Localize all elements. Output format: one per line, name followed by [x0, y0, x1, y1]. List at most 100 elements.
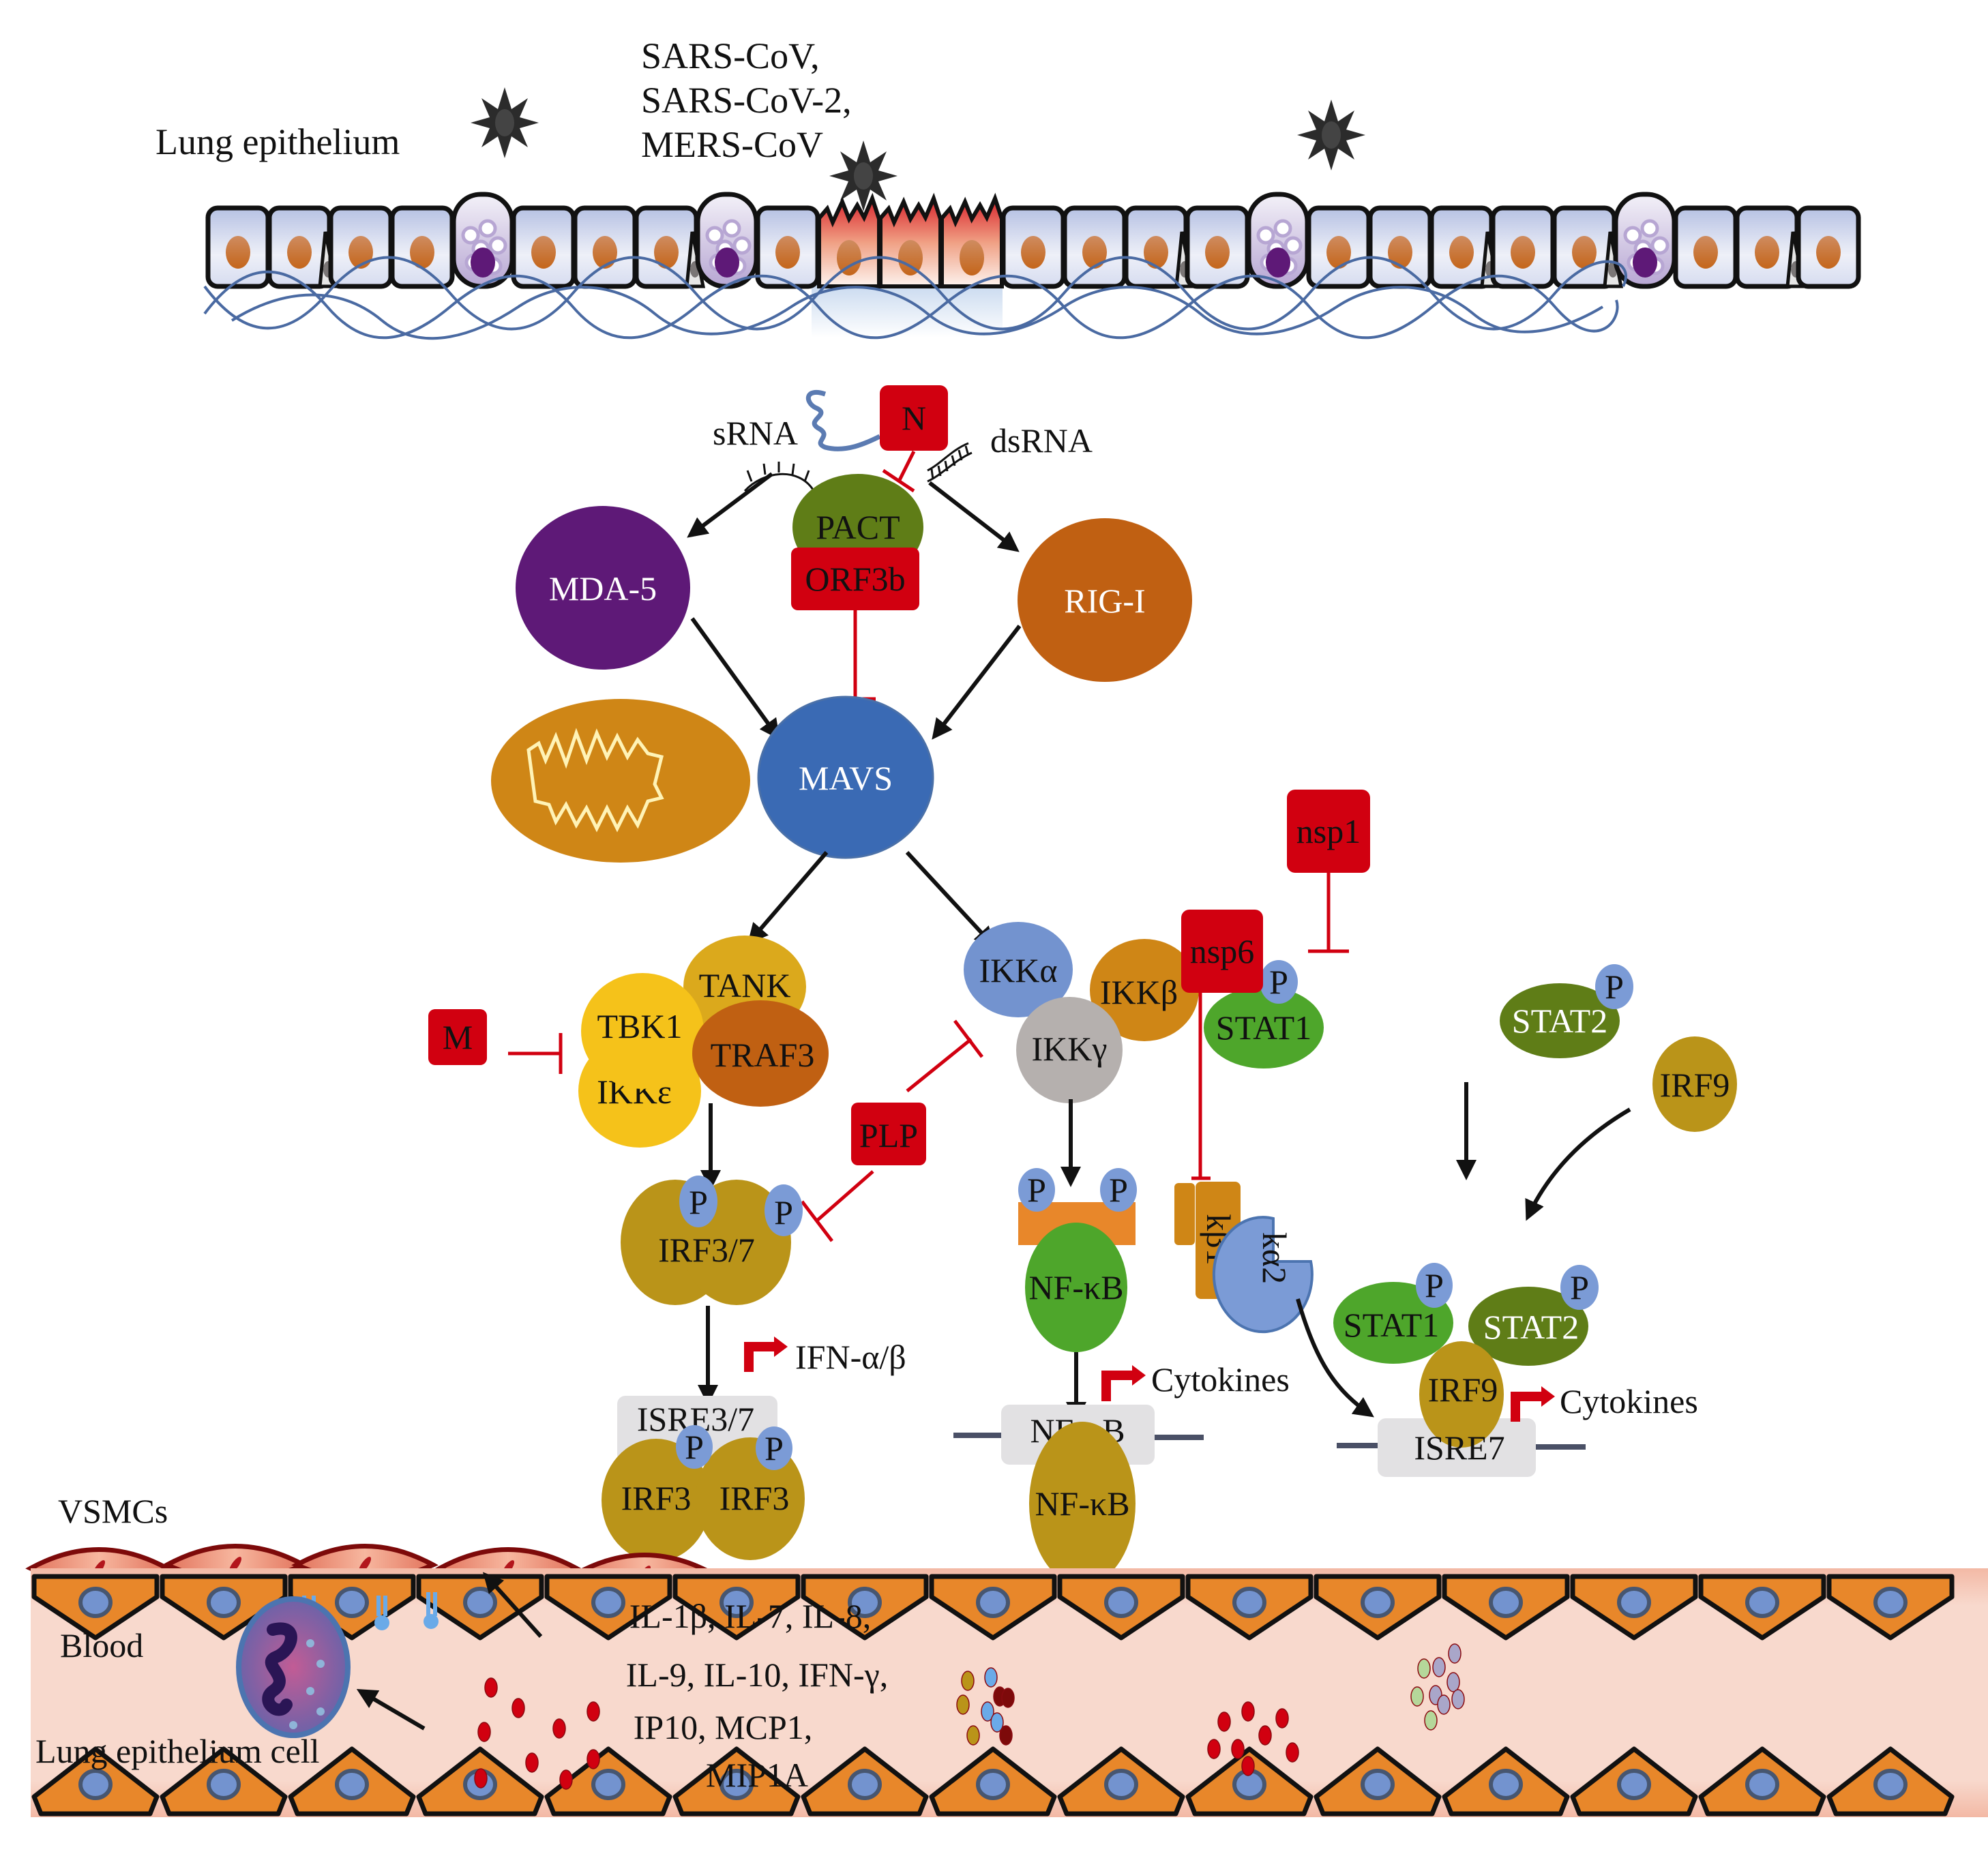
endothelial-nucleus: [335, 1587, 369, 1618]
rna-sensing-section: sRNA dsRNA N PACT MDA-5 RIG-I: [491, 385, 1192, 948]
mda5-node: [516, 506, 690, 670]
cytokine-particle: [511, 1698, 525, 1718]
isre7-cytokines-label: Cytokines: [1560, 1382, 1698, 1420]
endothelial-nucleus: [1745, 1587, 1779, 1618]
phospho-site: [676, 1425, 713, 1469]
m-protein-label: M: [443, 1018, 473, 1056]
endothelial-nucleus: [207, 1587, 241, 1618]
stat2-node: [1500, 983, 1620, 1058]
phospho-label: P: [1605, 968, 1624, 1006]
cell-nucleus: [1816, 236, 1841, 269]
endothelial-nucleus: [976, 1769, 1010, 1800]
nsp1-label: nsp1: [1296, 812, 1361, 850]
phospho-site: [1100, 1168, 1137, 1212]
irf9-complex-node: [1419, 1341, 1504, 1448]
rigi-label: RIG-I: [1064, 582, 1145, 620]
endothelial-nucleus: [1489, 1769, 1523, 1800]
orf3b-box: [791, 548, 919, 610]
endothelial-nucleus: [78, 1769, 113, 1800]
stat-complex-label: STAT1: [1344, 1306, 1439, 1344]
cell-nucleus: [1755, 236, 1779, 269]
nfkb-label: NF-κB: [1028, 1268, 1123, 1306]
cell-nucleus: [1449, 236, 1474, 269]
phospho-label: P: [1109, 1171, 1128, 1209]
endothelial-nucleus: [1361, 1769, 1395, 1800]
srna-arc-icon: [743, 462, 814, 492]
cell-nucleus: [593, 236, 617, 269]
importin-alpha2-node: [1212, 1216, 1314, 1334]
cell-nucleus: [1693, 236, 1718, 269]
phospho-label: P: [774, 1193, 793, 1231]
rigi-node: [1018, 518, 1192, 682]
irf3-label-left: IRF3: [621, 1479, 692, 1517]
cytokine-particle: [1217, 1711, 1231, 1732]
tank-label: TANK: [699, 966, 791, 1004]
n-protein-box: [880, 385, 948, 451]
irf9-node: [1652, 1036, 1737, 1132]
endothelial-nucleus: [1361, 1587, 1395, 1618]
traf3-label: TRAF3: [711, 1036, 815, 1074]
stat1-node: [1204, 987, 1324, 1068]
cytokine-list-line-2: IL-9, IL-10, IFN-γ,: [626, 1656, 889, 1694]
endothelial-nucleus: [1617, 1769, 1651, 1800]
transcription-start-icon: [744, 1342, 774, 1372]
cytokine-particle: [966, 1725, 980, 1746]
blood-vessel-section: VSMCs Blood Lung epithelium cell IL-1β, …: [25, 1492, 1988, 1817]
cytokine-particle: [559, 1769, 573, 1790]
cytokine-particle: [961, 1671, 975, 1691]
nsp1-box: [1287, 790, 1370, 873]
mucin-granule: [1650, 236, 1670, 255]
cytokine-particle: [1258, 1725, 1272, 1746]
stat2-label: STAT2: [1512, 1002, 1607, 1040]
endothelium-bottom: [31, 1746, 1955, 1816]
nfkb-bound-node: [1029, 1422, 1136, 1585]
virus-label-2: SARS-CoV-2,: [641, 80, 852, 121]
cell-nucleus: [775, 236, 800, 269]
irf9-label: IRF9: [1660, 1066, 1730, 1104]
ikkb-label: IKKβ: [1100, 973, 1178, 1011]
endothelial-nucleus: [591, 1587, 625, 1618]
cytokine-list-line-1: IL-1β, IL-7, IL-8,: [629, 1597, 871, 1635]
endothelial-nucleus: [1873, 1587, 1908, 1618]
blood-label: Blood: [60, 1626, 143, 1664]
orf3b-label: ORF3b: [805, 560, 905, 598]
cell-nucleus: [531, 236, 556, 269]
cell-nucleus: [1326, 236, 1351, 269]
mavs-node: [757, 696, 934, 859]
endothelial-nucleus: [1232, 1587, 1266, 1618]
mda5-label: MDA-5: [549, 569, 657, 608]
cytokine-particle: [984, 1667, 998, 1688]
cell-nucleus: [1388, 236, 1412, 269]
stat2-complex-node: [1468, 1287, 1588, 1366]
endothelial-nucleus: [1617, 1587, 1651, 1618]
phospho-label: P: [765, 1429, 784, 1467]
cytokine-particle: [990, 1712, 1004, 1733]
endothelial-nucleus: [78, 1587, 113, 1618]
srna-strand-icon: [805, 390, 881, 451]
cell-nucleus: [898, 240, 923, 275]
cell-nucleus: [226, 236, 250, 269]
stat-complex-label: P: [1570, 1268, 1589, 1306]
dsrna-icon: [927, 442, 973, 483]
cytokine-particle: [1207, 1739, 1221, 1759]
isre7-box: [1378, 1418, 1536, 1477]
dsrna-label: dsRNA: [990, 421, 1093, 460]
phospho-site: [1018, 1168, 1055, 1212]
nfkb-node: [1025, 1223, 1127, 1352]
plp-box: [851, 1103, 926, 1165]
cell-nucleus: [1082, 236, 1107, 269]
lung-epithelium-section: Lung epithelium SARS-CoV, SARS-CoV-2, ME…: [155, 35, 1861, 340]
irf37-label: IRF3/7: [658, 1231, 755, 1269]
cytokine-particle: [1231, 1739, 1245, 1759]
phospho-label: P: [689, 1183, 708, 1221]
cytokine-particle: [1451, 1689, 1465, 1709]
ikkg-node: [1016, 997, 1123, 1103]
stat-complex-label: STAT2: [1483, 1308, 1579, 1346]
mitochondrion-icon: [491, 699, 750, 863]
traf3-node: [692, 1000, 829, 1107]
mucin-granule: [722, 219, 741, 238]
ifn-label: IFN-α/β: [795, 1338, 906, 1376]
tbk1-node: [581, 973, 704, 1089]
transcription-start-icon: [1511, 1392, 1541, 1422]
cell-nucleus: [410, 236, 434, 269]
